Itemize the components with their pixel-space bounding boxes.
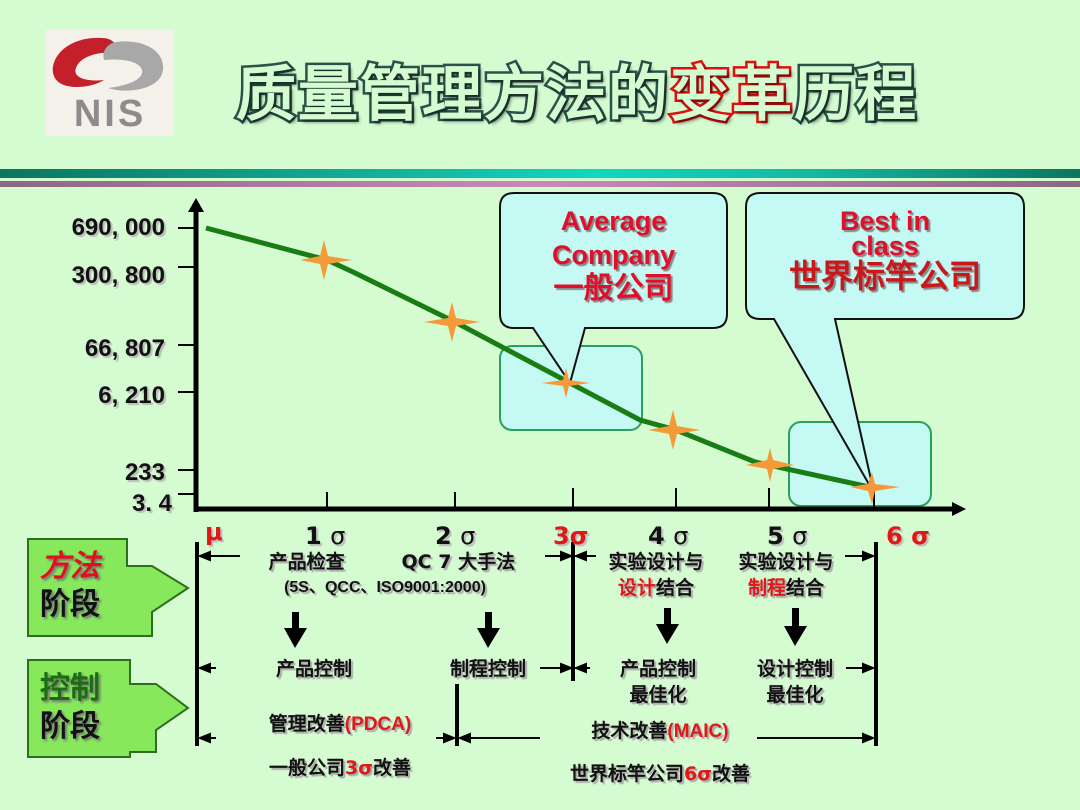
y-tick-label: 690, 000 — [71, 214, 165, 241]
x-axis-arrow-icon — [952, 502, 966, 516]
method-stage-shape — [27, 538, 190, 637]
callout-best-text: Best in class 世界标竿公司 — [788, 206, 981, 295]
x-label-4sigma: 4 σ — [648, 522, 689, 550]
x-label-mu: μ — [205, 518, 223, 546]
x-label-6sigma: 6 σ — [886, 522, 930, 550]
x-label-5sigma: 5 σ — [767, 522, 808, 550]
y-tick-label: 66, 807 — [84, 335, 165, 362]
divider-pink — [0, 181, 1080, 187]
y-tick-label: 6, 210 — [98, 382, 165, 409]
method-1: 产品检查 QC 7 大手法 (5S、QCC、ISO9001:2000) — [268, 551, 516, 596]
best-company-improve: 世界标竿公司6σ改善 — [569, 763, 751, 785]
x-label-2sigma: 2 σ — [435, 522, 476, 550]
y-tick-label: 233 — [124, 459, 165, 486]
control-3: 产品控制最佳化 — [619, 658, 696, 706]
avg-company-improve: 一般公司3σ改善 — [268, 757, 412, 779]
title-part2: 历程 — [792, 58, 919, 133]
divider-teal — [0, 169, 1080, 178]
control-stage-shape — [27, 659, 190, 758]
data-point-stars — [300, 240, 900, 504]
x-label-3sigma: 3σ — [553, 522, 589, 550]
title-part1: 质量管理方法的 — [234, 58, 671, 133]
title-highlight: 变革 — [668, 58, 795, 133]
logo-swirl-icon — [52, 37, 164, 91]
nis-logo: NIS — [46, 30, 174, 136]
mgmt-improve: 管理改善(PDCA) — [268, 713, 412, 735]
y-axis-arrow-icon — [188, 198, 204, 212]
callout-average — [499, 192, 728, 386]
control-1: 产品控制 — [275, 658, 352, 680]
method-4: 实验设计与 制程结合 — [738, 551, 834, 599]
method-3: 实验设计与 设计结合 — [608, 551, 704, 599]
method-stage-label: 方法 阶段 — [40, 549, 100, 622]
callout-average-text: Average Company 一般公司 — [551, 206, 676, 306]
x-label-1sigma: 1 σ — [305, 522, 346, 550]
down-arrow-icons — [284, 608, 807, 648]
control-2: 制程控制 — [449, 658, 526, 680]
page-title: 质量管理方法的变革历程 — [234, 55, 919, 135]
logo-text: NIS — [73, 93, 147, 135]
control-stage-label: 控制 阶段 — [40, 671, 100, 744]
y-tick-label: 300, 800 — [71, 262, 165, 289]
tech-improve: 技术改善(MAIC) — [591, 720, 729, 742]
callout-best — [745, 192, 1025, 494]
y-tick-label: 3. 4 — [131, 490, 172, 517]
control-4: 设计控制最佳化 — [756, 658, 833, 706]
